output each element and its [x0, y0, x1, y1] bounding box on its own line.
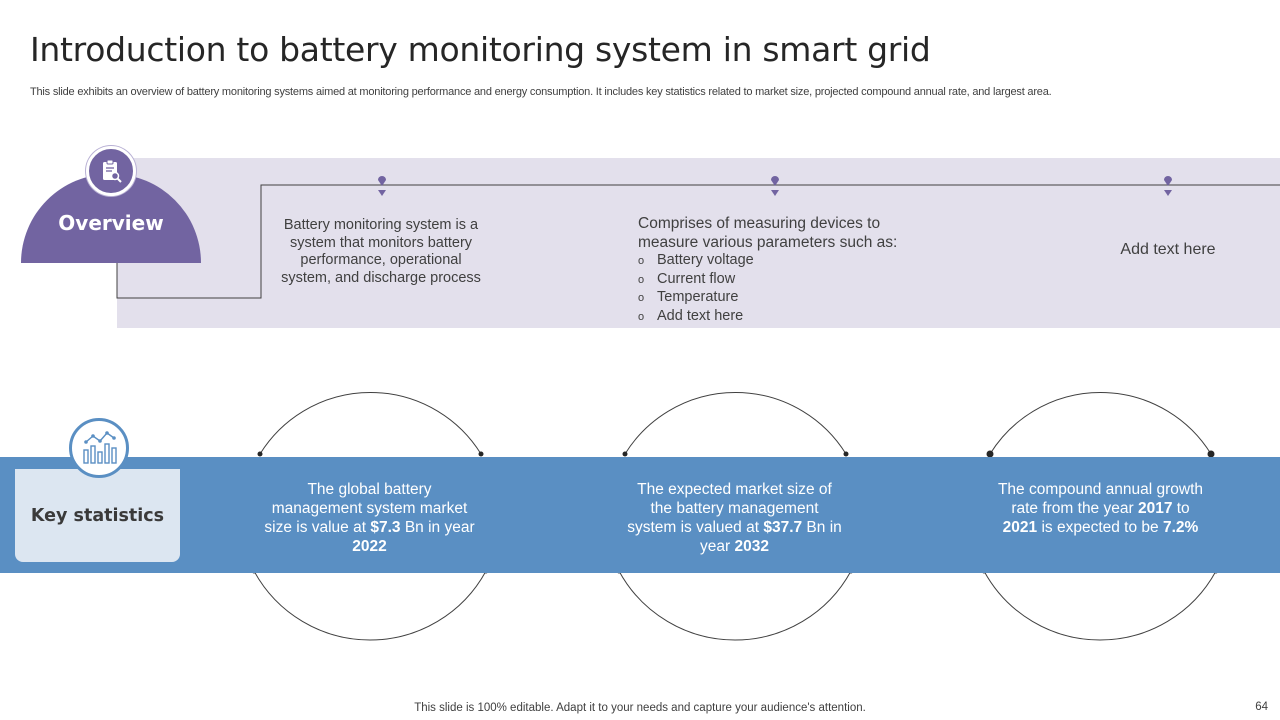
- line-bar-chart-icon: [69, 418, 129, 478]
- stat2-bottom-arc: [618, 570, 852, 641]
- overview-label: Overview: [58, 210, 164, 235]
- marker-2: [771, 176, 779, 186]
- overview-band: [117, 158, 1280, 328]
- overview-markers: [378, 176, 1172, 196]
- stat-3: The compound annual growth rate from the…: [997, 481, 1204, 536]
- key-statistics-band: [0, 457, 1280, 573]
- clipboard-search-icon: [86, 146, 136, 196]
- key-statistics-header: Key statistics: [15, 469, 180, 562]
- marker-2-tail: [771, 190, 779, 196]
- page-number: 64: [1255, 701, 1268, 713]
- overview-item-2-intro: Comprises of measuring devices to measur…: [638, 215, 898, 251]
- stat2-top-arc: [624, 391, 847, 455]
- stat-2: The expected market size of the battery …: [627, 481, 842, 555]
- stat-1: The global battery management system mar…: [264, 481, 475, 555]
- overview-item-1: Battery monitoring system is a system th…: [281, 217, 481, 286]
- marker-3: [1164, 176, 1172, 186]
- marker-3-tail: [1164, 190, 1172, 196]
- stat1-top-arc: [259, 391, 482, 455]
- overview-item-3: Add text here: [1120, 241, 1216, 258]
- stat3-bottom-arc: [983, 570, 1217, 641]
- slide-subtitle: This slide exhibits an overview of batte…: [30, 86, 1052, 98]
- marker-1: [378, 176, 386, 186]
- stat1-bottom-arc: [253, 570, 487, 641]
- slide-title: Introduction to battery monitoring syste…: [30, 30, 931, 69]
- key-statistics-label: Key statistics: [30, 505, 165, 526]
- stat-arcs: [253, 391, 1217, 641]
- marker-1-tail: [378, 190, 386, 196]
- stat3-top-arc: [989, 391, 1212, 455]
- footer-note: This slide is 100% editable. Adapt it to…: [414, 702, 866, 714]
- overview-connector-line: [116, 184, 1280, 299]
